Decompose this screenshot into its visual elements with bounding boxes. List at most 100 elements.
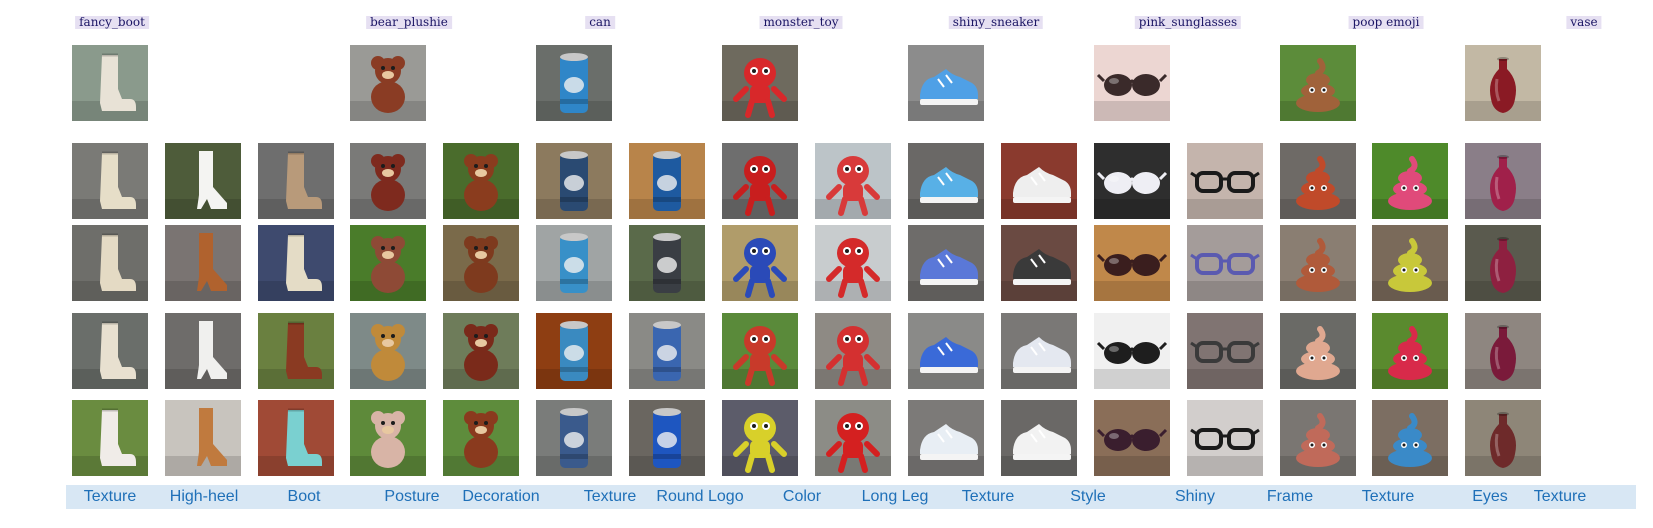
generated-image <box>443 143 519 219</box>
bear-icon <box>350 45 426 121</box>
generated-image <box>629 400 705 476</box>
poop-icon <box>1372 225 1448 301</box>
concept-label: vase <box>1566 16 1602 29</box>
glasses-icon <box>1187 400 1263 476</box>
caption-band <box>66 485 1636 509</box>
generated-image <box>350 313 426 389</box>
reference-image <box>536 45 612 121</box>
generated-image <box>629 225 705 301</box>
generated-image <box>1187 143 1263 219</box>
vase-icon <box>1465 313 1541 389</box>
column-caption: Texture <box>1533 488 1587 505</box>
generated-image <box>629 143 705 219</box>
generated-image <box>1094 400 1170 476</box>
generated-image <box>72 313 148 389</box>
generated-image <box>1001 143 1077 219</box>
bear-icon <box>443 143 519 219</box>
generated-image <box>536 313 612 389</box>
boot-icon <box>72 225 148 301</box>
generated-image <box>1465 143 1541 219</box>
column-caption: Texture <box>1361 488 1415 505</box>
can-icon <box>536 45 612 121</box>
heel-boot-icon <box>165 313 241 389</box>
reference-image <box>722 45 798 121</box>
concept-label: fancy_boot <box>75 16 149 29</box>
poop-icon <box>1280 313 1356 389</box>
sunglasses-icon <box>1094 313 1170 389</box>
concept-label: shiny_sneaker <box>948 16 1044 29</box>
reference-image <box>1280 45 1356 121</box>
generated-image <box>350 143 426 219</box>
generated-image <box>1280 143 1356 219</box>
vase-icon <box>1465 400 1541 476</box>
sunglasses-icon <box>1094 143 1170 219</box>
generated-image <box>165 400 241 476</box>
generated-image <box>1465 400 1541 476</box>
can-icon <box>536 400 612 476</box>
glasses-icon <box>1187 143 1263 219</box>
poop-icon <box>1280 400 1356 476</box>
sneaker-icon <box>1001 400 1077 476</box>
reference-image <box>908 45 984 121</box>
generated-image <box>1094 225 1170 301</box>
generated-image <box>815 313 891 389</box>
generated-image <box>1280 313 1356 389</box>
generated-image <box>258 313 334 389</box>
sneaker-icon <box>908 225 984 301</box>
poop-icon <box>1280 143 1356 219</box>
generated-image <box>258 143 334 219</box>
sneaker-icon <box>908 143 984 219</box>
monster-icon <box>815 313 891 389</box>
column-caption: Color <box>782 488 822 505</box>
generated-image <box>908 313 984 389</box>
generated-image <box>722 143 798 219</box>
can-icon <box>536 143 612 219</box>
monster-icon <box>722 143 798 219</box>
boot-icon <box>258 313 334 389</box>
generated-image <box>908 225 984 301</box>
column-caption: Eyes <box>1472 488 1508 505</box>
column-caption: High-heel <box>169 488 239 505</box>
glasses-icon <box>1187 225 1263 301</box>
bear-icon <box>350 400 426 476</box>
concept-label: bear_plushie <box>366 16 452 29</box>
sneaker-icon <box>908 313 984 389</box>
column-caption: Boot <box>287 488 321 505</box>
generated-image <box>815 400 891 476</box>
boot-icon <box>72 143 148 219</box>
generated-image <box>443 313 519 389</box>
column-caption: Frame <box>1266 488 1314 505</box>
column-caption: Style <box>1070 488 1106 505</box>
generated-image <box>1465 225 1541 301</box>
generated-image <box>536 400 612 476</box>
poop-icon <box>1372 400 1448 476</box>
generated-image <box>1094 313 1170 389</box>
generated-image <box>1372 400 1448 476</box>
generated-image <box>536 143 612 219</box>
column-caption: Posture <box>384 488 440 505</box>
poop-icon <box>1372 313 1448 389</box>
can-icon <box>536 313 612 389</box>
generated-image <box>443 225 519 301</box>
generated-image <box>815 225 891 301</box>
boot-icon <box>258 225 334 301</box>
generated-image <box>1001 400 1077 476</box>
generated-image <box>1187 225 1263 301</box>
generated-image <box>536 225 612 301</box>
boot-icon <box>72 313 148 389</box>
bear-icon <box>443 225 519 301</box>
generated-image <box>350 225 426 301</box>
generated-image <box>629 313 705 389</box>
poop-icon <box>1372 143 1448 219</box>
sunglasses-icon <box>1094 400 1170 476</box>
heel-boot-icon <box>165 143 241 219</box>
monster-icon <box>815 143 891 219</box>
concept-label: pink_sunglasses <box>1134 16 1242 29</box>
generated-image <box>165 313 241 389</box>
column-caption: Long Leg <box>861 488 929 505</box>
sneaker-icon <box>908 45 984 121</box>
poop-icon <box>1280 225 1356 301</box>
reference-image <box>350 45 426 121</box>
boot-icon <box>72 45 148 121</box>
